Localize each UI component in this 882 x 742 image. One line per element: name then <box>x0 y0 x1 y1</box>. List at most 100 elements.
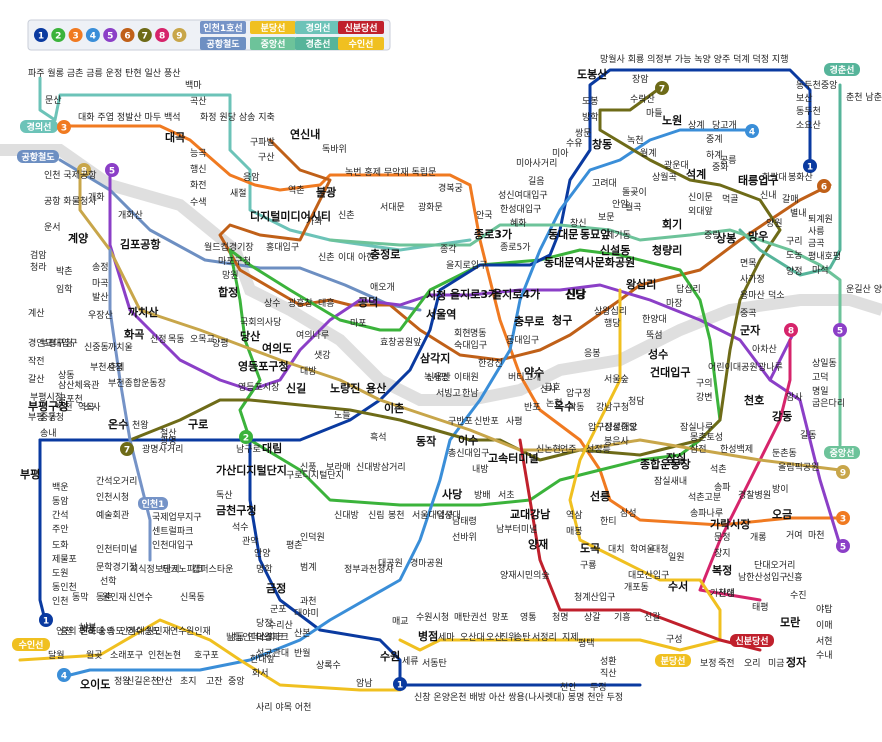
station-right_col[interactable]: 운길산 양수 신원 국수 아신 오빈 양평 원덕 용문 <box>846 284 882 295</box>
station-jemulpo[interactable]: 제물포 <box>52 554 77 565</box>
station-choji[interactable]: 초지 <box>180 676 197 687</box>
station-gupabal2[interactable]: 구반포 <box>448 416 473 427</box>
station-central[interactable]: 센트럴파크 <box>152 526 193 537</box>
station-gwangun[interactable]: 광운대 <box>664 159 689 171</box>
station-cheonggyesan[interactable]: 청계산입구 <box>574 591 615 603</box>
station-incheon_terminal[interactable]: 인천 <box>56 626 73 637</box>
station-eungbong[interactable]: 응봉 <box>584 348 601 359</box>
station-gilum[interactable]: 길음 <box>528 176 545 187</box>
station-gwacheon[interactable]: 과천 <box>300 596 317 607</box>
station-seonhak[interactable]: 선학 <box>100 576 117 587</box>
station-sangbong[interactable]: 상봉 <box>716 231 736 245</box>
station-godeok[interactable]: 고덕 <box>812 372 829 383</box>
station-bomun[interactable]: 보문 <box>598 212 615 223</box>
station-junggye[interactable]: 중계 <box>706 133 723 145</box>
station-beotigogae[interactable]: 버티고개 <box>508 372 541 383</box>
station-yeokchon[interactable]: 역촌 <box>288 185 305 196</box>
station-munhak[interactable]: 문학경기장 <box>96 561 137 573</box>
station-gyeongbokgung[interactable]: 경복궁 <box>438 182 463 194</box>
station-macheon[interactable]: 마천 <box>808 530 825 541</box>
station-sinbanpo[interactable]: 신반포 <box>474 416 499 427</box>
station-incheonuniv[interactable]: 인천대입구 <box>152 539 193 551</box>
station-hangnyeoul[interactable]: 학여울 <box>630 543 655 555</box>
station-dujeong[interactable]: 두정 <box>590 682 607 693</box>
station-mangu[interactable]: 망우 <box>748 229 768 243</box>
station-yeongtong[interactable]: 영통 <box>520 612 537 623</box>
station-seoulforest[interactable]: 서울숲 <box>604 374 629 385</box>
station-yongmasan[interactable]: 용마산 <box>740 290 765 301</box>
station-yongsan[interactable]: 용산 <box>366 381 386 395</box>
station-pyeongtaek[interactable]: 평택 <box>578 638 595 649</box>
station-oedae[interactable]: 외대앞 <box>688 205 713 217</box>
station-sinyeonsu[interactable]: 신연수 <box>128 592 153 603</box>
station-hwagok[interactable]: 화곡 <box>124 327 144 341</box>
station-sinjungdong[interactable]: 신중동 <box>84 342 109 353</box>
station-mapogu[interactable]: 마포구청 <box>218 256 251 267</box>
station-gusan[interactable]: 구산 <box>258 152 275 163</box>
station-bongcheon[interactable]: 봉천 <box>388 510 405 521</box>
station-maseok[interactable]: 마석 <box>812 265 829 276</box>
station-euljiro[interactable]: 을지로입구 <box>446 259 487 271</box>
station-nakseongdae[interactable]: 낙성대 <box>436 510 461 521</box>
station-doksan[interactable]: 독산 <box>216 490 233 501</box>
station-dongincheon[interactable]: 동인천 <box>52 582 77 593</box>
station-samsan[interactable]: 삼산체육관 <box>58 380 99 391</box>
station-jeongbu[interactable]: 정부과천청사 <box>344 564 394 575</box>
station-sinimun[interactable]: 신이문 <box>688 192 713 203</box>
station-sangwolgok[interactable]: 상월곡 <box>652 171 677 183</box>
station-gwangheungchang[interactable]: 광흥창 <box>288 297 313 309</box>
station-jakjeon[interactable]: 작전 <box>28 356 45 367</box>
station-gangdong[interactable]: 강동 <box>772 409 792 423</box>
station-yeongdeungpo_gu[interactable]: 영등포구청 <box>238 359 289 373</box>
station-majang[interactable]: 마장 <box>666 298 683 309</box>
station-gaerong[interactable]: 개롱 <box>750 532 767 543</box>
station-bottom_line1[interactable]: 신창 온양온천 배방 아산 쌍용(나사렛대) 봉명 천안 두정 <box>414 692 623 703</box>
station-jangji[interactable]: 장지 <box>714 548 731 559</box>
station-jongno3[interactable]: 종로3가 <box>474 227 512 241</box>
station-indeogwon[interactable]: 인덕원 <box>300 532 325 543</box>
station-sungkyunkwan[interactable]: 성균관대 <box>256 648 289 659</box>
station-jamsilnaru[interactable]: 잠실나루 <box>680 422 713 433</box>
station-hwajeon[interactable]: 화전 <box>190 180 207 191</box>
station-geumho[interactable]: 금호 <box>544 382 561 393</box>
station-jukjeon[interactable]: 죽전 <box>718 658 735 669</box>
station-onsu[interactable]: 온수 <box>108 418 128 431</box>
station-gangnam[interactable]: 강남 <box>530 507 550 521</box>
station-banghak[interactable]: 방학 <box>582 112 599 123</box>
station-hyochang[interactable]: 효창공원앞 <box>380 336 421 348</box>
station-ssangmun[interactable]: 쌍문 <box>575 128 592 139</box>
station-madeul[interactable]: 마들 <box>646 108 663 119</box>
station-hagye[interactable]: 하계 <box>706 149 723 161</box>
station-samseong[interactable]: 삼성 <box>620 508 637 519</box>
station-wangsimni[interactable]: 왕십리 <box>626 277 656 291</box>
station-chunui[interactable]: 춘의 <box>108 362 125 373</box>
station-songpanaru[interactable]: 송파나루 <box>690 508 723 519</box>
station-meokgol[interactable]: 먹골 <box>722 194 739 205</box>
station-gangbyeon[interactable]: 강변 <box>696 392 713 403</box>
station-yeonsu[interactable]: 연수 <box>170 626 187 637</box>
station-namhansanseong[interactable]: 남한산성입구 <box>738 571 788 583</box>
station-sedun[interactable]: 세마 <box>438 632 455 643</box>
station-noksapyeong[interactable]: 녹사평 <box>424 372 449 383</box>
station-top_right_row[interactable]: 망월사 회룡 의정부 가능 녹양 양주 덕계 덕정 지행 <box>600 53 789 65</box>
station-ujangsan[interactable]: 우장산 <box>88 310 113 321</box>
station-ammam[interactable]: 암남 <box>356 677 373 689</box>
station-jisikjeongbo[interactable]: 지식정보단지 <box>130 564 180 575</box>
station-maetan[interactable]: 매탄권선 <box>454 611 487 623</box>
station-chungmuro[interactable]: 충무로 <box>514 314 544 328</box>
station-namdong[interactable]: 남동인더스파크 <box>226 632 284 643</box>
station-sanggye[interactable]: 상계 <box>688 119 705 131</box>
station-surisan[interactable]: 수리산 <box>268 620 293 631</box>
station-gupabal[interactable]: 구파발 <box>250 137 275 148</box>
station-daeheung[interactable]: 대흥 <box>318 297 335 309</box>
station-seonbawi[interactable]: 선바위 <box>452 532 477 543</box>
station-jonggak[interactable]: 종각 <box>440 243 457 255</box>
station-myeongdong[interactable]: 명동 <box>470 328 487 339</box>
station-oido[interactable]: 오이도 <box>80 677 110 691</box>
station-seokchon[interactable]: 석촌 <box>710 464 727 475</box>
station-pyeongchon[interactable]: 평촌 <box>286 540 303 551</box>
station-namguro[interactable]: 남구로 <box>236 444 261 455</box>
station-chongshin[interactable]: 총신대입구 <box>448 447 489 459</box>
station-dobong[interactable]: 도봉 <box>582 96 599 107</box>
station-incheonnonhyeon[interactable]: 인천논현 <box>148 650 181 661</box>
